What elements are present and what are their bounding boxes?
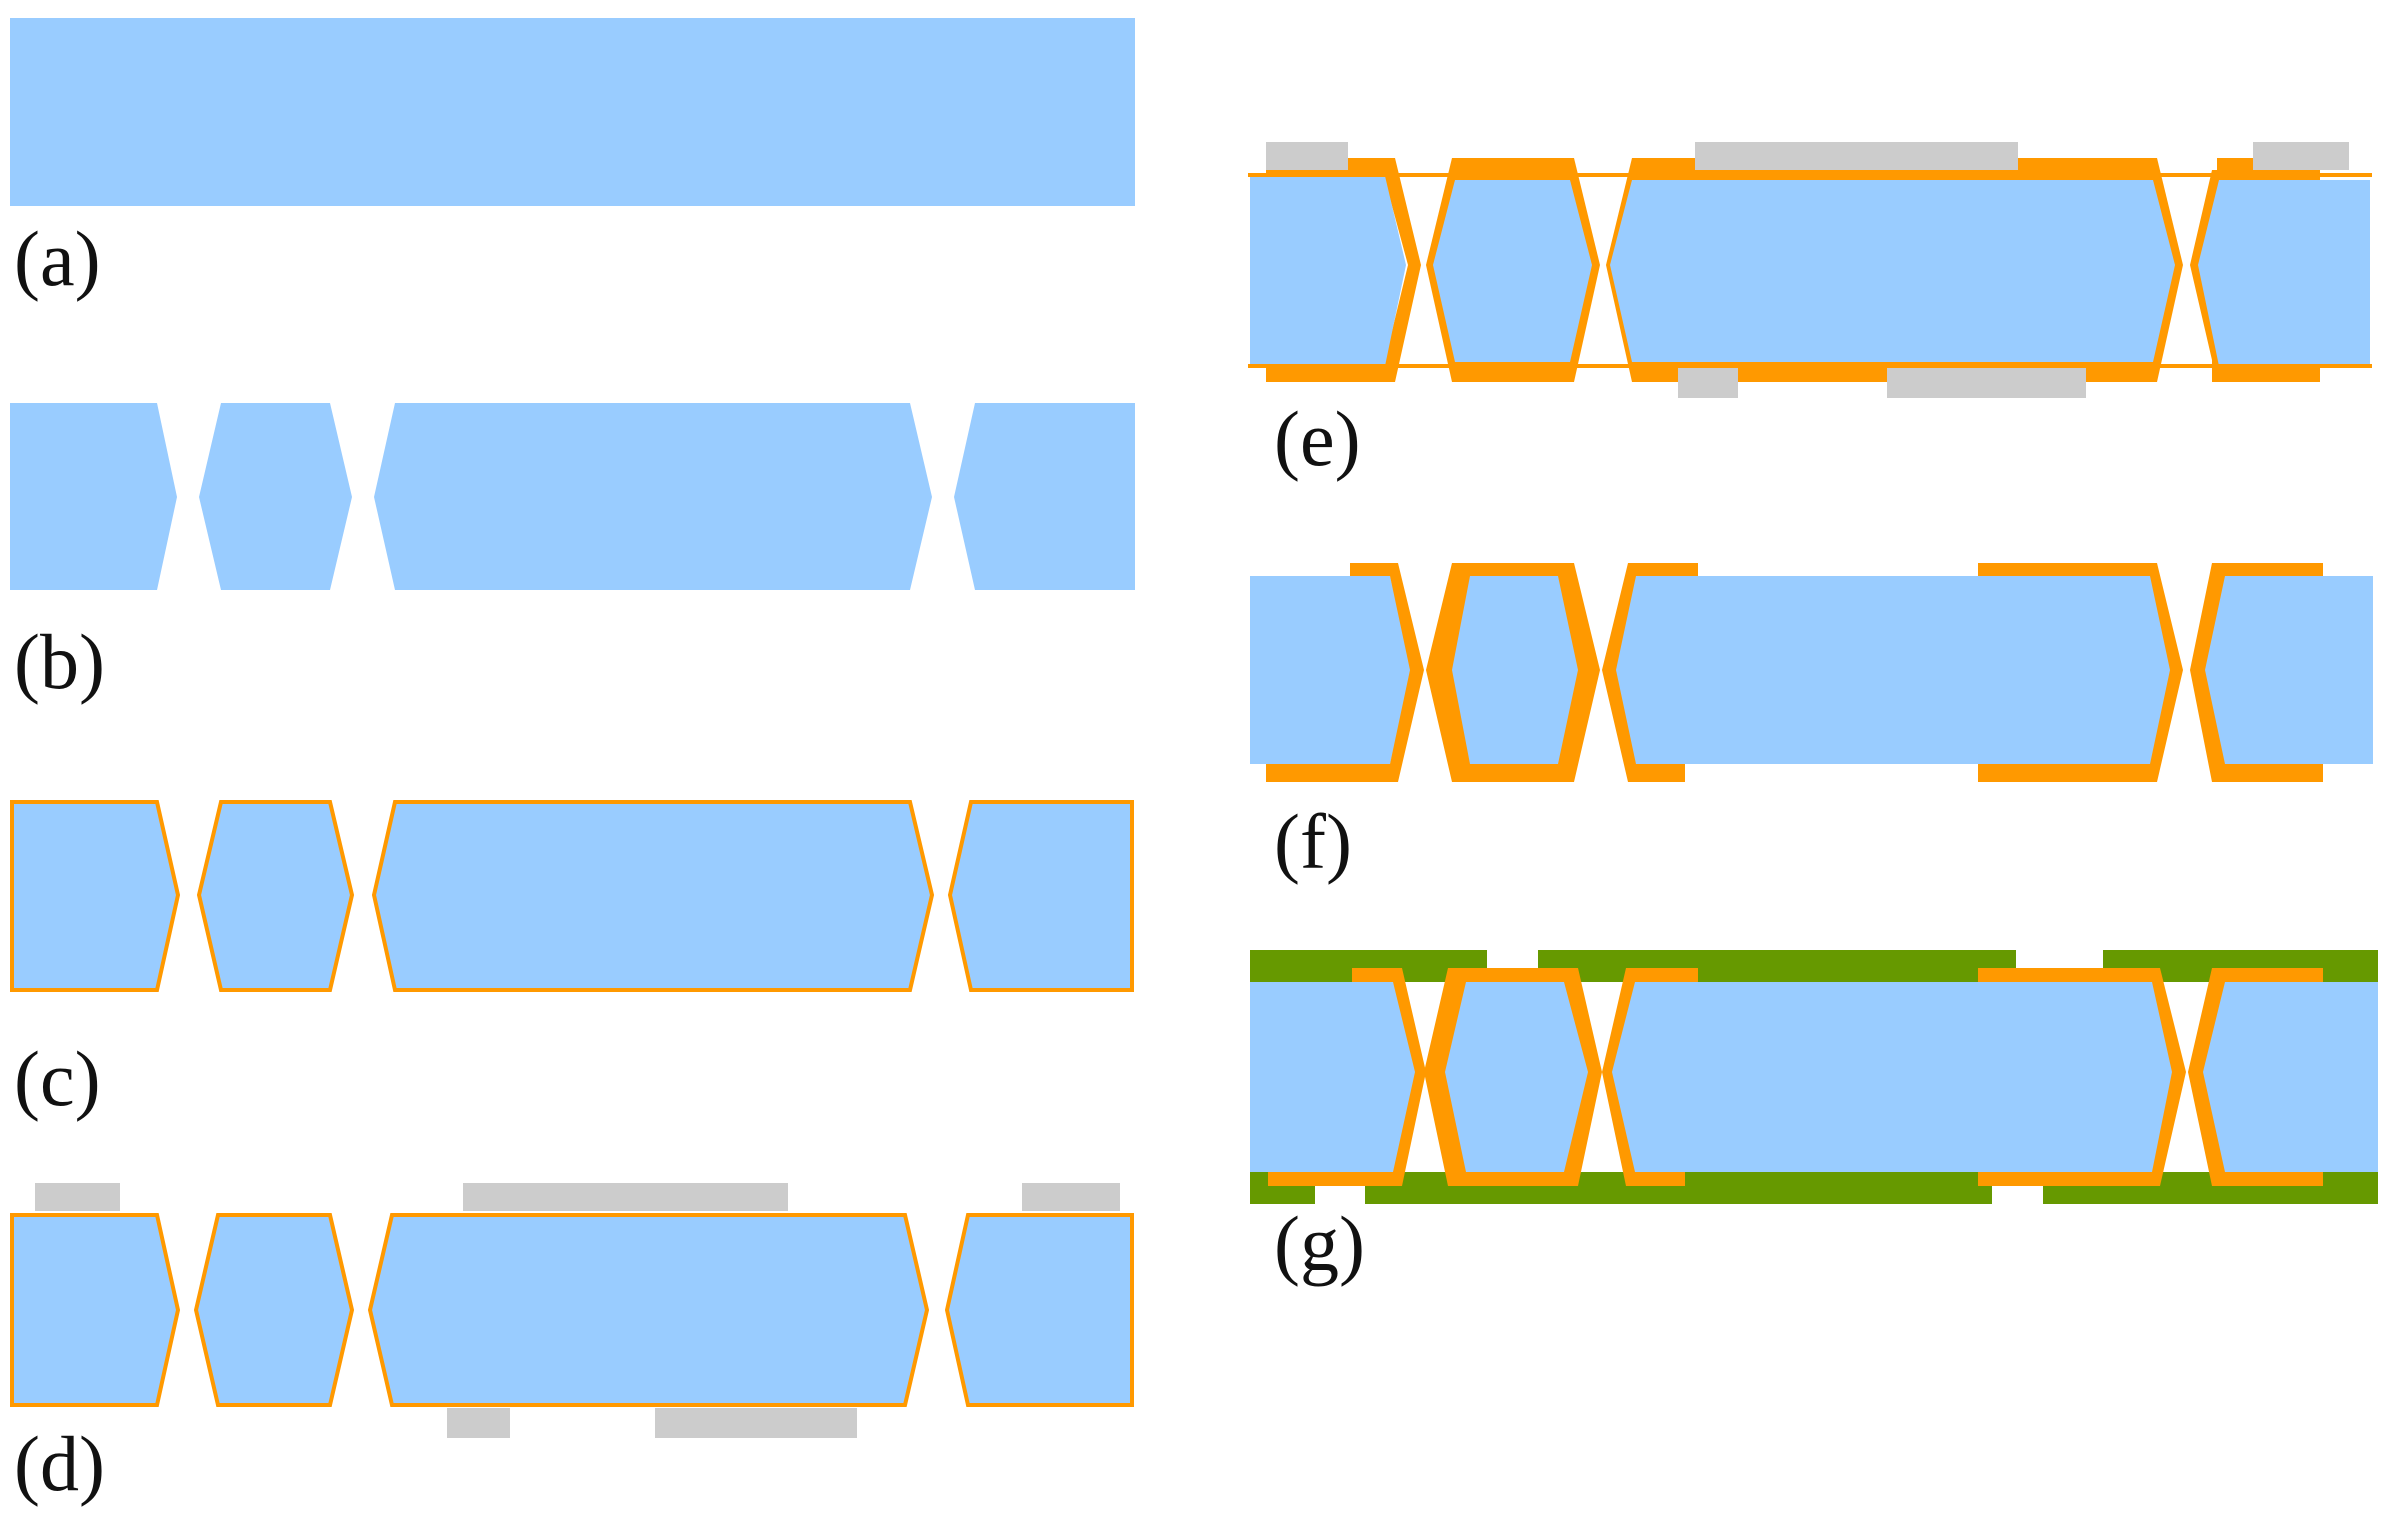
resist-pad bbox=[463, 1183, 788, 1211]
copper-trace bbox=[1602, 563, 1698, 782]
substrate-segment bbox=[947, 800, 1134, 992]
substrate-segment bbox=[371, 800, 935, 992]
panel-label-c: (c) bbox=[14, 1035, 101, 1122]
panel-label-d: (d) bbox=[14, 1420, 105, 1507]
solder-mask bbox=[1538, 950, 2016, 982]
panel-label-g: (g) bbox=[1274, 1200, 1365, 1287]
resist-pad bbox=[1887, 368, 2086, 398]
seed-copper bbox=[1248, 173, 2372, 177]
substrate-segment bbox=[2198, 576, 2373, 764]
copper-trace bbox=[1978, 968, 2186, 1186]
substrate-segment bbox=[1433, 576, 1592, 764]
substrate-segment bbox=[954, 403, 1135, 590]
resist-pad bbox=[447, 1408, 510, 1438]
substrate bbox=[10, 18, 1135, 206]
substrate-segment bbox=[1250, 176, 1406, 366]
substrate-segment bbox=[944, 1213, 1134, 1407]
substrate-segment bbox=[374, 403, 932, 590]
substrate-segment bbox=[367, 1213, 930, 1407]
substrate-segment bbox=[1432, 982, 1595, 1172]
panel-c: (c) bbox=[10, 800, 1134, 1122]
substrate-segment bbox=[1250, 576, 1412, 764]
panel-a: (a) bbox=[10, 18, 1135, 302]
resist-pad bbox=[1695, 142, 2018, 170]
substrate-segment bbox=[1610, 180, 2175, 362]
substrate-segment bbox=[2198, 180, 2370, 366]
panel-d: (d) bbox=[10, 1183, 1134, 1507]
resist-pad bbox=[1678, 368, 1738, 398]
substrate-segment bbox=[1250, 982, 1418, 1172]
substrate-segment bbox=[1433, 180, 1592, 362]
resist-pad bbox=[35, 1183, 120, 1211]
resist-pad bbox=[655, 1408, 857, 1438]
substrate-segment bbox=[1609, 982, 2178, 1172]
substrate-segment bbox=[10, 1213, 181, 1407]
panel-label-b: (b) bbox=[14, 618, 105, 705]
substrate-segment bbox=[10, 800, 181, 992]
resist-pad bbox=[1266, 142, 1348, 170]
panel-label-a: (a) bbox=[14, 215, 101, 302]
panel-g: (g) bbox=[1250, 950, 2378, 1287]
substrate-segment bbox=[2196, 982, 2378, 1172]
substrate-segment bbox=[10, 403, 177, 590]
panel-b: (b) bbox=[10, 403, 1135, 705]
substrate-segment bbox=[196, 800, 355, 992]
substrate-segment bbox=[1610, 576, 2175, 764]
panel-f: (f) bbox=[1250, 563, 2373, 885]
panel-e: (e) bbox=[1248, 142, 2372, 482]
substrate-segment bbox=[199, 403, 352, 590]
resist-pad bbox=[2253, 142, 2349, 170]
seed-copper bbox=[1248, 364, 2372, 368]
resist-pad bbox=[1022, 1183, 1120, 1211]
substrate-segment bbox=[193, 1213, 355, 1407]
panel-label-f: (f) bbox=[1274, 798, 1352, 885]
panel-label-e: (e) bbox=[1274, 395, 1361, 482]
